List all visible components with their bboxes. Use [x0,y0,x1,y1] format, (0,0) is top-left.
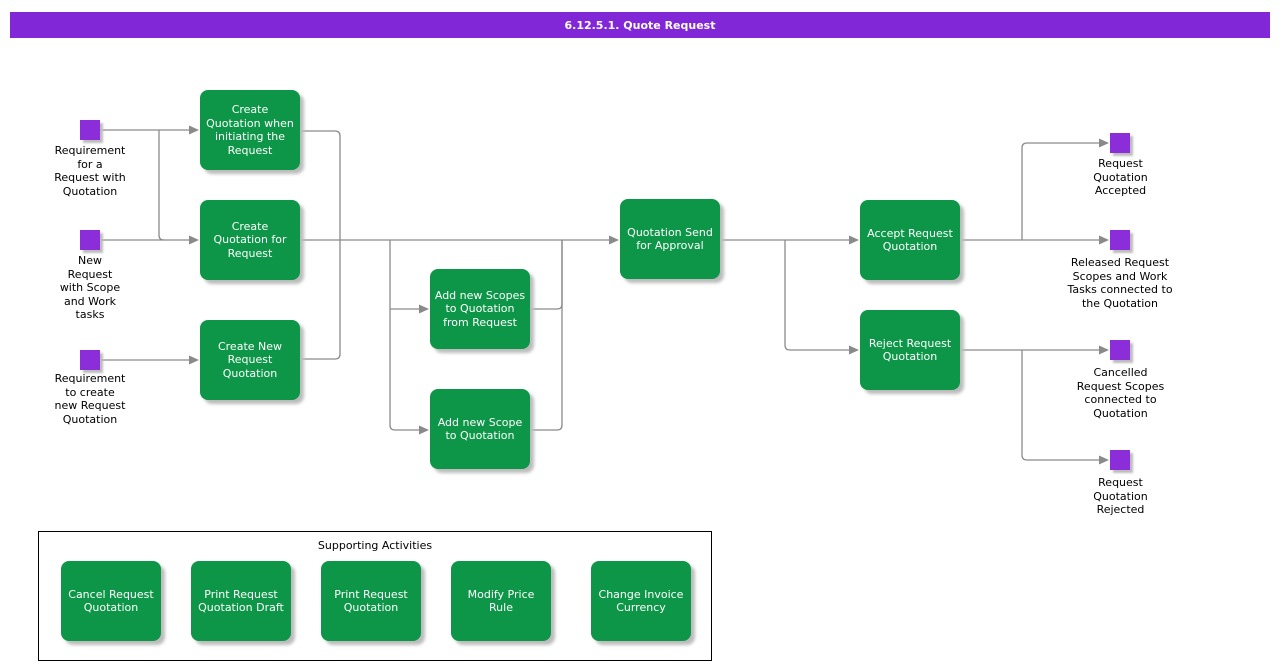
task-create-quotation-for-request[interactable]: Create Quotation for Request [200,200,300,280]
task-quotation-send-for-approval[interactable]: Quotation Send for Approval [620,199,720,279]
connector [300,130,341,240]
task-label: Accept Request Quotation [867,226,953,254]
task-add-new-scope-to-quotation[interactable]: Add new Scope to Quotation [430,389,530,469]
event-label: New Request with Scope and Work tasks [59,254,121,321]
task-add-new-scopes-to-quotation-from-request[interactable]: Add new Scopes to Quotation from Request [430,269,530,349]
event-label: Requirement for a Request with Quotation [54,144,126,198]
task-label: Print Request Quotation [334,587,408,615]
supporting-activities-container: Supporting Activities Cancel Request Quo… [38,531,712,661]
connector [300,240,341,360]
event-label: Request Quotation Accepted [1093,157,1148,197]
arrowhead [189,355,199,365]
arrowhead [609,235,619,245]
task-accept-request-quotation[interactable]: Accept Request Quotation [860,200,960,280]
task-label: Create New Request Quotation [217,339,283,380]
task-cancel-request-quotation[interactable]: Cancel Request Quotation [61,561,161,641]
connector [530,240,563,431]
connector [1021,350,1100,461]
task-label: Create Quotation when initiating the Req… [206,103,294,157]
task-create-new-request-quotation[interactable]: Create New Request Quotation [200,320,300,400]
task-reject-request-quotation[interactable]: Reject Request Quotation [860,310,960,390]
connector [389,240,420,431]
task-label: Change Invoice Currency [598,587,684,615]
task-label: Add new Scope to Quotation [437,415,523,443]
task-create-quotation-when-initiating-request[interactable]: Create Quotation when initiating the Req… [200,90,300,170]
event-label: Requirement to create new Request Quotat… [54,372,126,426]
arrowhead [1099,138,1109,148]
connector [158,130,165,241]
task-label: Quotation Send for Approval [627,225,713,253]
diagram-title-bar: 6.12.5.1. Quote Request [10,12,1270,38]
event-label: Released Request Scopes and Work Tasks c… [1067,256,1173,310]
event-label: Request Quotation Rejected [1093,476,1148,516]
event-requirement-to-create-new-request-quotation[interactable] [80,350,100,370]
task-label: Add new Scopes to Quotation from Request [434,288,526,329]
task-print-request-quotation[interactable]: Print Request Quotation [321,561,421,641]
event-label: Cancelled Request Scopes connected to Qu… [1076,366,1165,420]
arrowhead [1099,345,1109,355]
arrowhead [419,304,429,314]
connector [530,240,563,310]
event-new-request-with-scope-and-work-tasks[interactable] [80,230,100,250]
task-label: Create Quotation for Request [213,219,287,260]
event-requirement-for-request-with-quotation[interactable] [80,120,100,140]
event-request-quotation-rejected[interactable] [1110,450,1130,470]
arrowhead [1099,455,1109,465]
arrowhead [189,235,199,245]
task-label: Modify Price Rule [467,587,535,615]
connector [1021,142,1100,240]
task-print-request-quotation-draft[interactable]: Print Request Quotation Draft [191,561,291,641]
task-label: Cancel Request Quotation [68,587,154,615]
arrowhead [1099,235,1109,245]
arrowhead [189,125,199,135]
event-released-request-scopes[interactable] [1110,230,1130,250]
arrowhead [419,425,429,435]
task-label: Print Request Quotation Draft [198,587,284,615]
event-cancelled-request-scopes[interactable] [1110,340,1130,360]
event-request-quotation-accepted[interactable] [1110,133,1130,153]
task-change-invoice-currency[interactable]: Change Invoice Currency [591,561,691,641]
connector [784,240,850,351]
arrowhead [849,345,859,355]
diagram-title: 6.12.5.1. Quote Request [564,18,716,32]
arrowhead [849,235,859,245]
supporting-activities-title: Supporting Activities [317,539,433,552]
task-modify-price-rule[interactable]: Modify Price Rule [451,561,551,641]
task-label: Reject Request Quotation [868,336,952,364]
